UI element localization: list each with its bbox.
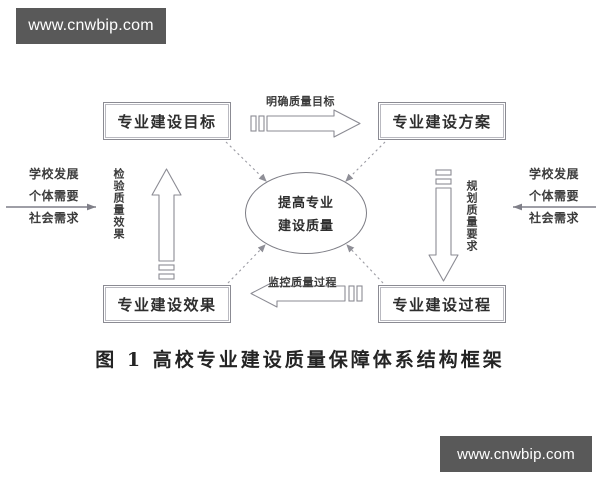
block-arrow-bottom-label: 监控质量过程 — [268, 276, 337, 289]
block-arrow-top-label: 明确质量目标 — [266, 95, 335, 108]
side-input-left: 学校发展 个体需要 社会需求 — [6, 163, 102, 229]
block-arrow-right — [428, 169, 459, 282]
side-input-right: 学校发展 个体需要 社会需求 — [510, 163, 598, 229]
side-input-right-line-1: 学校发展 — [528, 167, 579, 181]
center-ellipse-line-2: 建设质量 — [277, 219, 334, 234]
block-arrow-top — [250, 109, 361, 138]
node-label: 专业建设方案 — [392, 112, 492, 131]
connector-effect-to-center — [227, 244, 266, 284]
side-input-left-line-3: 社会需求 — [28, 211, 79, 225]
node-box-professional-construction-effect[interactable]: 专业建设效果 — [103, 285, 231, 323]
block-arrow-left-label: 检验质量效果 — [112, 168, 125, 240]
connector-goal-to-center — [225, 141, 267, 182]
side-input-left-line-1: 学校发展 — [28, 167, 79, 181]
node-box-professional-construction-process[interactable]: 专业建设过程 — [378, 285, 506, 323]
node-box-professional-construction-goal[interactable]: 专业建设目标 — [103, 102, 231, 140]
watermark-top-left: www.cnwbip.com — [16, 8, 166, 44]
node-label: 专业建设过程 — [392, 295, 492, 314]
side-input-right-line-2: 个体需要 — [528, 189, 579, 203]
connector-plan-to-center — [345, 141, 386, 182]
node-box-professional-construction-plan[interactable]: 专业建设方案 — [378, 102, 506, 140]
block-arrow-left — [151, 168, 182, 280]
node-label: 专业建设效果 — [117, 295, 217, 314]
center-ellipse-line-1: 提高专业 — [277, 196, 334, 211]
block-arrow-right-label: 规划质量要求 — [465, 180, 478, 252]
watermark-bottom-right: www.cnwbip.com — [440, 436, 592, 472]
center-ellipse-improve-quality[interactable]: 提高专业 建设质量 — [245, 172, 367, 254]
node-label: 专业建设目标 — [117, 112, 217, 131]
side-input-right-line-3: 社会需求 — [528, 211, 579, 225]
figure-caption: 图 1 高校专业建设质量保障体系结构框架 — [95, 349, 505, 371]
connector-process-to-center — [346, 244, 384, 284]
side-input-left-line-2: 个体需要 — [28, 189, 79, 203]
